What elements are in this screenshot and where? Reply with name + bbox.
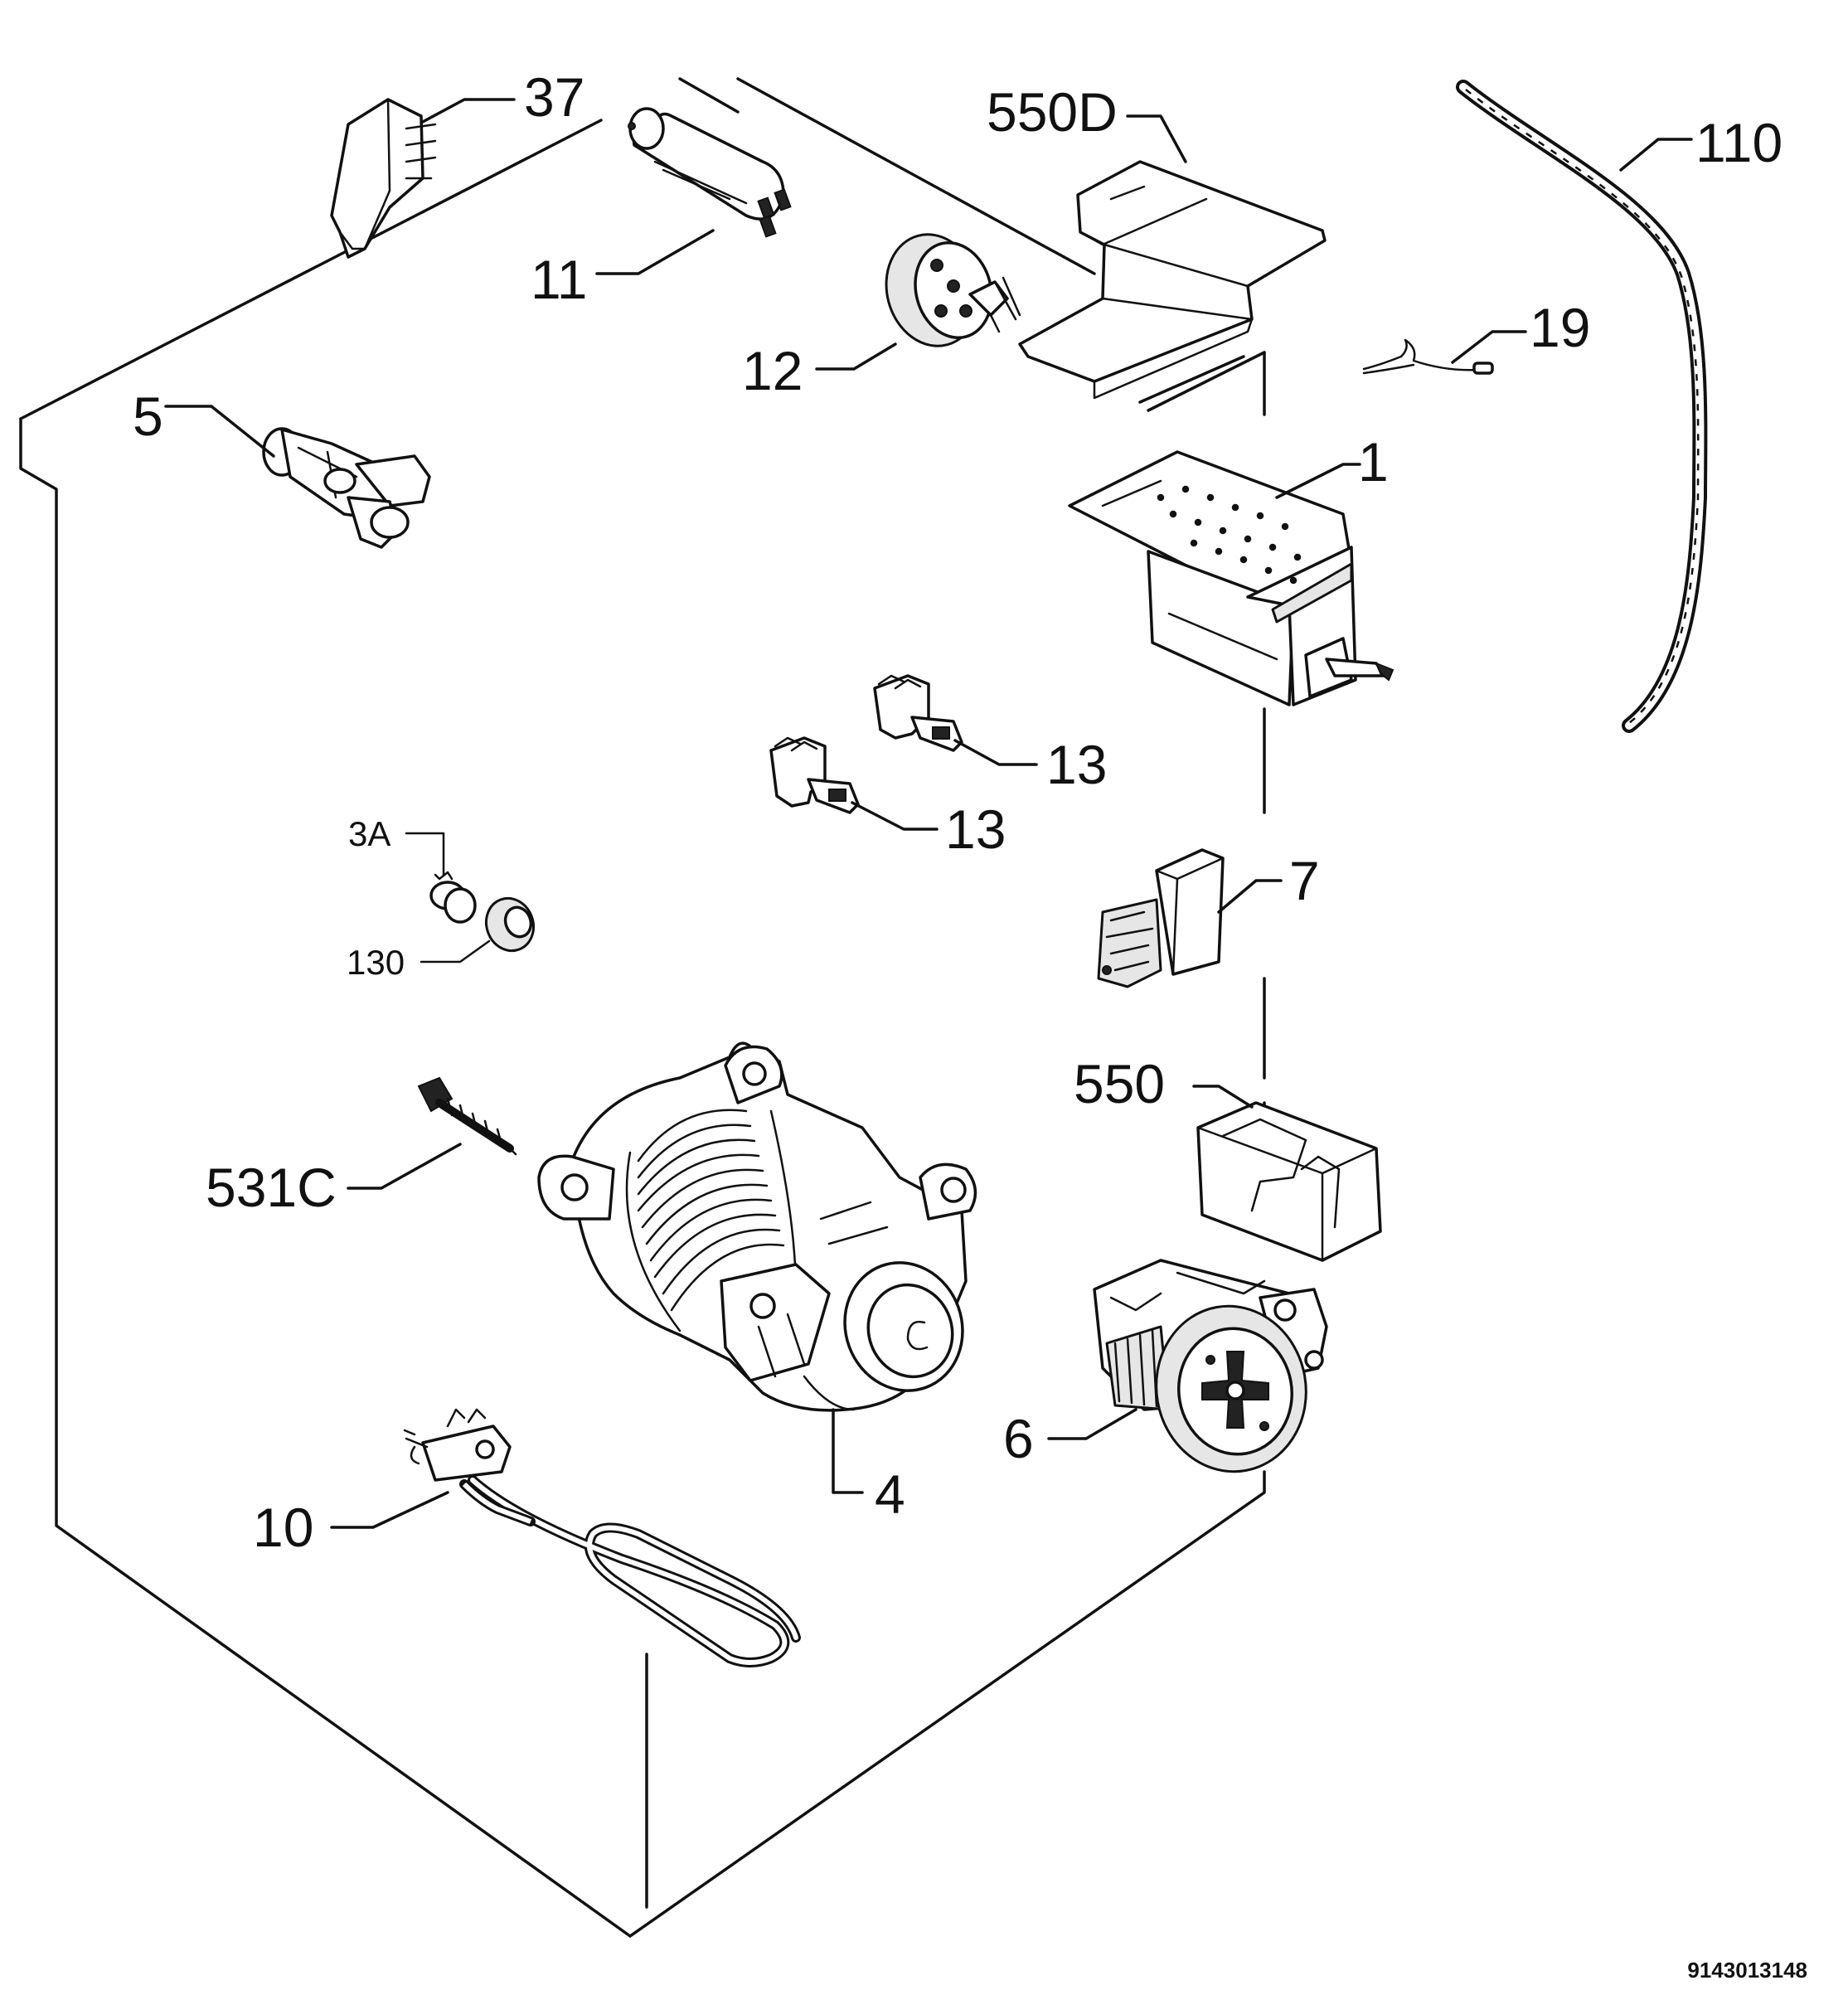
label-4: 4 (875, 1463, 905, 1525)
leader-19 (1451, 330, 1527, 364)
part-130-grommet (485, 896, 535, 953)
part-1-programmer (1068, 450, 1394, 706)
part-550-cover-box (1196, 1101, 1382, 1262)
part-11-capacitor (628, 107, 792, 238)
part-19-wire-clip (1362, 338, 1494, 375)
part-7-door-lock (1097, 848, 1225, 988)
part-5-inlet-valve (262, 427, 431, 549)
part-13-connector-upper (873, 674, 963, 752)
part-550d-cover-plate (1018, 160, 1327, 404)
leader-13b (851, 801, 939, 831)
label-7: 7 (1289, 850, 1320, 911)
label-10: 10 (253, 1497, 313, 1558)
label-11: 11 (531, 249, 588, 310)
label-13-lower: 13 (945, 798, 1006, 860)
label-130: 130 (347, 943, 405, 982)
cabinet-outline (19, 77, 1266, 1938)
leader-550 (1192, 1085, 1254, 1109)
part-13-connector-lower (769, 736, 860, 814)
leader-6 (1047, 1408, 1137, 1440)
drawing-code: 9143013148 (1687, 1958, 1807, 1983)
part-6-drain-pump (1093, 1259, 1328, 1473)
label-13-upper: 13 (1046, 734, 1107, 795)
label-12: 12 (742, 340, 803, 401)
label-5: 5 (133, 386, 163, 447)
leader-110 (1619, 138, 1693, 172)
leader-37 (420, 98, 516, 124)
leader-11 (595, 229, 715, 275)
leader-1 (1275, 463, 1361, 499)
part-3a-indicator (429, 871, 477, 924)
leader-12 (815, 342, 897, 371)
part-4-motor (537, 1041, 977, 1412)
label-550d: 550D (987, 81, 1118, 143)
label-6: 6 (1003, 1408, 1034, 1469)
label-531c: 531C (206, 1157, 337, 1218)
leader-3a (405, 832, 445, 876)
leader-10 (330, 1491, 449, 1529)
part-37-bracket (330, 98, 437, 259)
leader-550d (1126, 114, 1187, 163)
label-550: 550 (1074, 1053, 1165, 1114)
label-19: 19 (1530, 297, 1590, 358)
part-10-heating-element (403, 1408, 801, 1667)
leader-531c (347, 1143, 462, 1190)
part-110-hose (1456, 80, 1708, 733)
leader-5 (164, 405, 275, 458)
part-531c-screw (417, 1076, 517, 1156)
label-1: 1 (1358, 431, 1389, 493)
leader-130 (420, 939, 491, 963)
label-110: 110 (1695, 112, 1783, 173)
leader-4 (832, 1408, 864, 1494)
leader-7 (1217, 879, 1283, 914)
label-37: 37 (524, 66, 584, 128)
label-3a: 3A (348, 814, 390, 853)
leader-13a (953, 739, 1038, 766)
part-12-pressure-switch (885, 233, 1021, 347)
